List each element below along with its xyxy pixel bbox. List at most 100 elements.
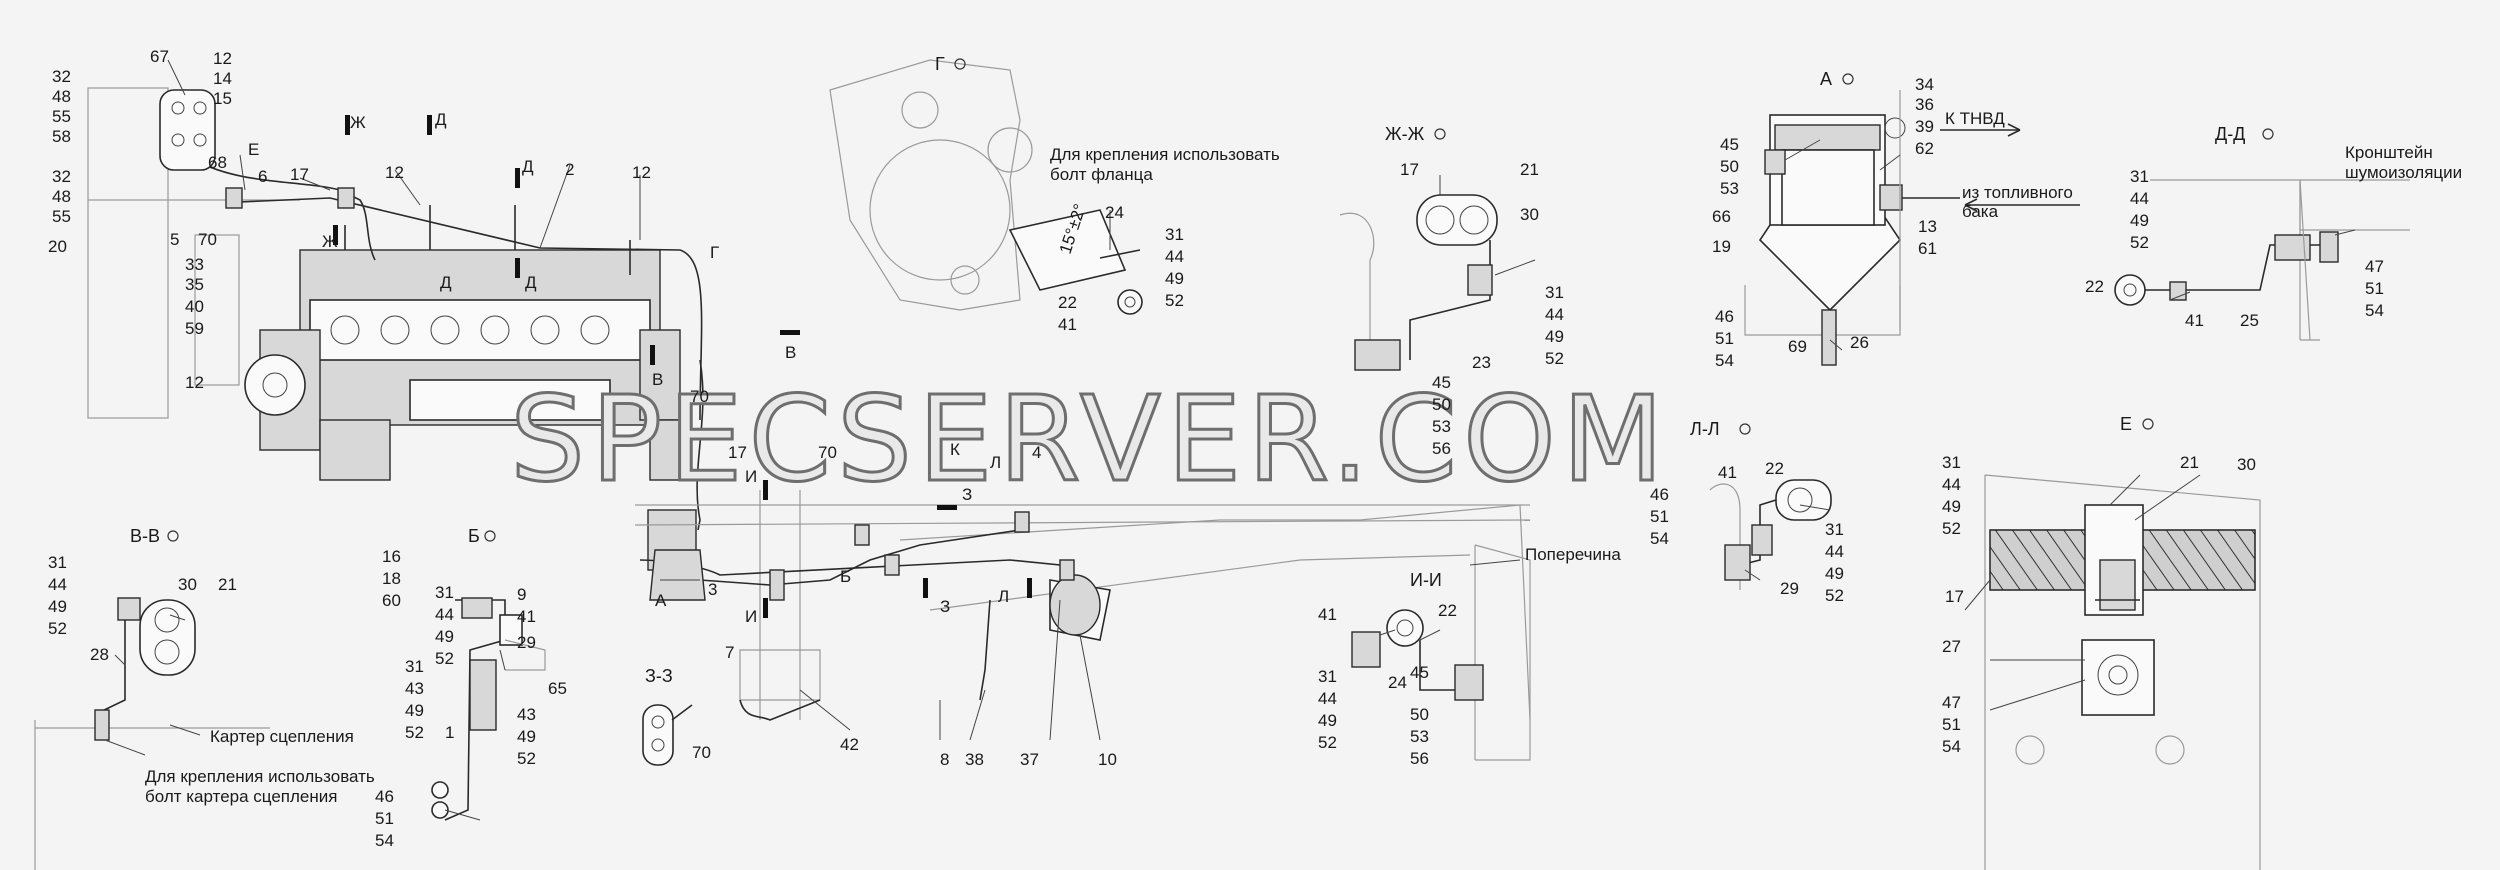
callout-49: 49	[1825, 564, 1844, 583]
callout-30: 30	[1520, 205, 1539, 224]
callout-52: 52	[1165, 291, 1184, 310]
callout-52: 52	[517, 749, 536, 768]
callout-6: 6	[258, 167, 267, 186]
callout-49: 49	[1545, 327, 1564, 346]
callout-44: 44	[435, 605, 454, 624]
label-clutch-bolt-2: болт картера сцепления	[145, 787, 337, 806]
callout-68: 68	[208, 153, 227, 172]
callout-39: 39	[1915, 117, 1934, 136]
callout-48: 48	[52, 87, 71, 106]
callout-15: 15	[213, 89, 232, 108]
view-title-b: Б	[468, 526, 480, 546]
callout-44: 44	[1545, 305, 1564, 324]
callout-4: 4	[1032, 443, 1041, 462]
callout-70: 70	[690, 387, 709, 406]
callout-44: 44	[2130, 189, 2149, 208]
label-clutch-bolt-1: Для крепления использовать	[145, 767, 375, 786]
callout-61: 61	[1918, 239, 1937, 258]
callout-31: 31	[405, 657, 424, 676]
leader-lines	[104, 59, 2356, 821]
callout-56: 56	[1432, 439, 1451, 458]
callout-30: 30	[178, 575, 197, 594]
marker-v: В	[652, 370, 663, 389]
view-a-fuel-filter	[1744, 90, 1960, 366]
callout-32: 32	[52, 67, 71, 86]
callout-17: 17	[290, 165, 309, 184]
callout-54: 54	[2365, 301, 2384, 320]
callout-49: 49	[2130, 211, 2149, 230]
label-bracket-2: шумоизоляции	[2345, 163, 2462, 182]
callout-numbers: 67 12 14 15 32 48 55 58 32 48 55 20 68 6…	[48, 47, 2384, 850]
callout-31: 31	[1545, 283, 1564, 302]
callout-21: 21	[1520, 160, 1539, 179]
marker-e: Е	[248, 140, 259, 159]
view-i-clamp	[1351, 544, 1531, 761]
view-rotation-icons	[167, 58, 2274, 542]
callout-44: 44	[1825, 542, 1844, 561]
callout-46: 46	[1715, 307, 1734, 326]
callout-25: 25	[2240, 311, 2259, 330]
callout-51: 51	[2365, 279, 2384, 298]
marker-g: Г	[710, 243, 719, 262]
callout-49: 49	[405, 701, 424, 720]
flow-arrows	[1940, 123, 2080, 212]
marker-l: Л	[998, 587, 1009, 606]
callout-53: 53	[1720, 179, 1739, 198]
callout-46: 46	[375, 787, 394, 806]
callout-53: 53	[1410, 727, 1429, 746]
view-g-bracket	[829, 59, 1143, 315]
callout-70: 70	[692, 743, 711, 762]
callout-31: 31	[48, 553, 67, 572]
callout-70: 70	[818, 443, 837, 462]
callout-51: 51	[1715, 329, 1734, 348]
callout-51: 51	[1942, 715, 1961, 734]
callout-31: 31	[1165, 225, 1184, 244]
view-title-g: Г	[935, 54, 945, 74]
view-title-i: И-И	[1410, 570, 1442, 590]
callout-49: 49	[517, 727, 536, 746]
callout-10: 10	[1098, 750, 1117, 769]
callout-52: 52	[1825, 586, 1844, 605]
callout-52: 52	[48, 619, 67, 638]
view-b-bracket	[431, 597, 546, 821]
marker-k: К	[950, 440, 960, 459]
label-from-tank-2: бака	[1962, 202, 1999, 221]
callout-21: 21	[218, 575, 237, 594]
marker-a: А	[655, 591, 667, 610]
callout-14: 14	[213, 69, 232, 88]
section-markers	[333, 115, 1032, 618]
chassis-view	[634, 490, 1531, 721]
callout-66: 66	[1712, 207, 1731, 226]
callout-40: 40	[185, 297, 204, 316]
marker-zh: Ж	[322, 232, 338, 251]
callout-44: 44	[1942, 475, 1961, 494]
marker-d: Д	[440, 273, 452, 292]
callout-52: 52	[1942, 519, 1961, 538]
callout-21: 21	[2180, 453, 2199, 472]
callout-34: 34	[1915, 75, 1934, 94]
callout-49: 49	[1318, 711, 1337, 730]
marker-z: З	[962, 485, 972, 504]
callout-51: 51	[375, 809, 394, 828]
callout-29: 29	[517, 633, 536, 652]
callout-23: 23	[1472, 353, 1491, 372]
label-flange-bolt-2: болт фланца	[1050, 165, 1153, 184]
callout-49: 49	[435, 627, 454, 646]
callout-65: 65	[548, 679, 567, 698]
callout-7: 7	[725, 643, 734, 662]
callout-8: 8	[940, 750, 949, 769]
callout-31: 31	[2130, 167, 2149, 186]
callout-31: 31	[1318, 667, 1337, 686]
marker-i: И	[745, 607, 757, 626]
callout-43: 43	[405, 679, 424, 698]
callout-24: 24	[1105, 203, 1124, 222]
callout-55: 55	[52, 107, 71, 126]
callout-62: 62	[1915, 139, 1934, 158]
callout-54: 54	[1942, 737, 1961, 756]
main-engine-view	[87, 87, 704, 571]
callout-47: 47	[2365, 257, 2384, 276]
callout-50: 50	[1432, 395, 1451, 414]
marker-zh: Ж	[350, 113, 366, 132]
callout-22: 22	[1765, 459, 1784, 478]
callout-45: 45	[1720, 135, 1739, 154]
